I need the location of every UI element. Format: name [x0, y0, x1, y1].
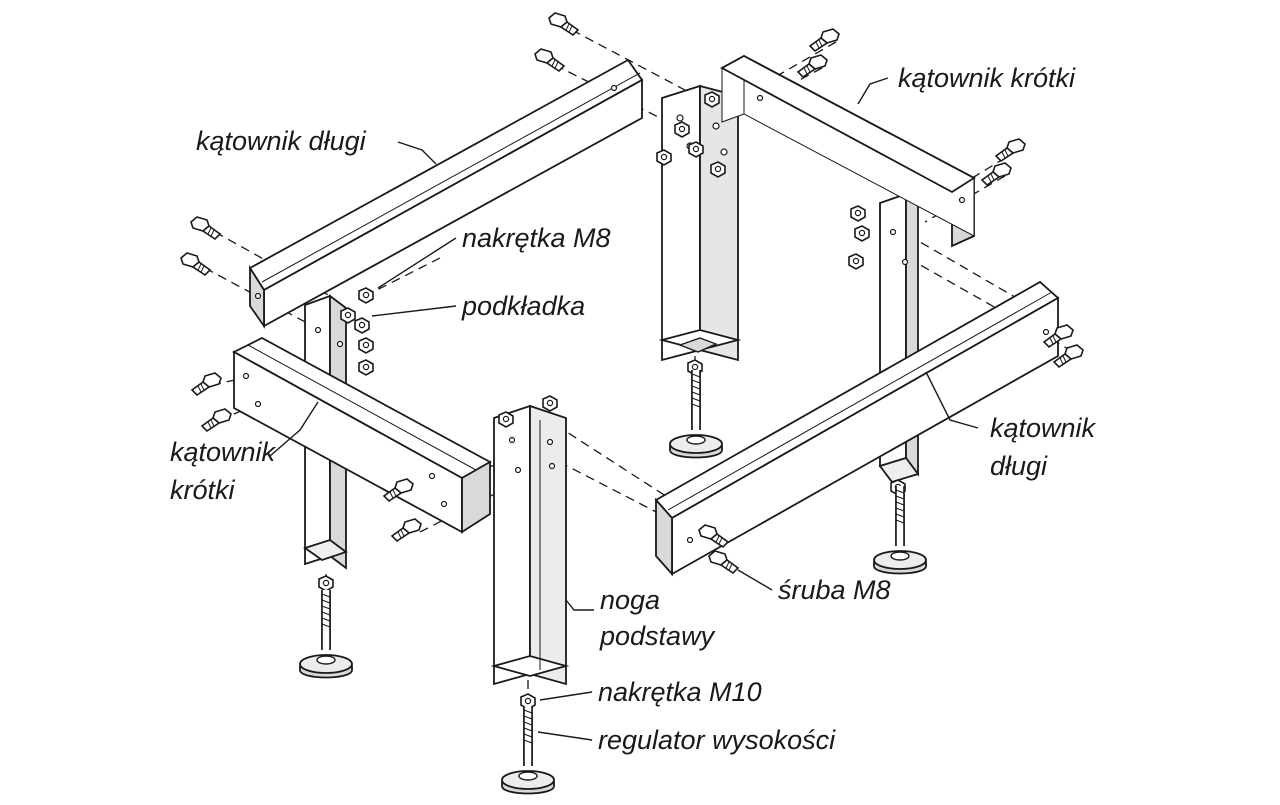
bolt — [391, 518, 422, 542]
nut — [704, 91, 720, 108]
nut — [358, 359, 374, 376]
height-adjuster — [501, 705, 555, 795]
washer — [340, 307, 356, 324]
bolt — [995, 138, 1026, 162]
label-nut-m10: nakrętka M10 — [598, 677, 762, 707]
nut — [358, 287, 374, 304]
long-angle-top — [248, 58, 644, 329]
bolt — [797, 54, 828, 78]
bolt — [180, 252, 211, 276]
nut — [354, 317, 370, 334]
nut — [674, 121, 690, 138]
label-height-adjuster: regulator wysokości — [598, 725, 836, 755]
bolt — [981, 162, 1012, 186]
leader-lines — [269, 77, 979, 741]
label-short-angle-left-line1: kątownik — [170, 437, 276, 467]
nut — [358, 337, 374, 354]
height-adjuster — [669, 369, 723, 459]
bolt — [534, 48, 565, 72]
nut — [848, 253, 864, 270]
bolt — [708, 550, 739, 574]
label-long-angle-top: kątownik długi — [196, 126, 366, 156]
nut — [710, 161, 726, 178]
label-bolt-m8: śruba M8 — [778, 575, 891, 605]
nut — [854, 225, 870, 242]
leg-front — [490, 404, 570, 686]
label-short-angle-top: kątownik krótki — [898, 63, 1076, 93]
nut — [688, 141, 704, 158]
label-washer: podkładka — [462, 291, 586, 321]
leg-back-left — [658, 84, 742, 362]
bolt — [191, 372, 222, 396]
nut — [542, 395, 558, 412]
nut — [498, 411, 514, 428]
nut-m10 — [318, 575, 334, 592]
label-short-angle-left-line2: krótki — [170, 475, 235, 505]
long-angle-right — [654, 280, 1060, 577]
nut — [850, 205, 866, 222]
height-adjuster — [299, 589, 353, 679]
label-long-angle-right-line2: długi — [990, 451, 1048, 481]
label-leg-line2: podstawy — [600, 621, 715, 651]
label-nut-m8: nakrętka M8 — [462, 223, 611, 253]
bolt — [201, 408, 232, 432]
nut — [656, 149, 672, 166]
short-angle-top — [720, 54, 976, 248]
bolt — [190, 216, 221, 240]
bolt — [809, 28, 840, 52]
height-adjuster — [873, 485, 927, 575]
bolt — [548, 12, 579, 36]
label-long-angle-right-line1: kątownik — [990, 413, 1096, 443]
label-leg-line1: noga — [600, 585, 661, 615]
